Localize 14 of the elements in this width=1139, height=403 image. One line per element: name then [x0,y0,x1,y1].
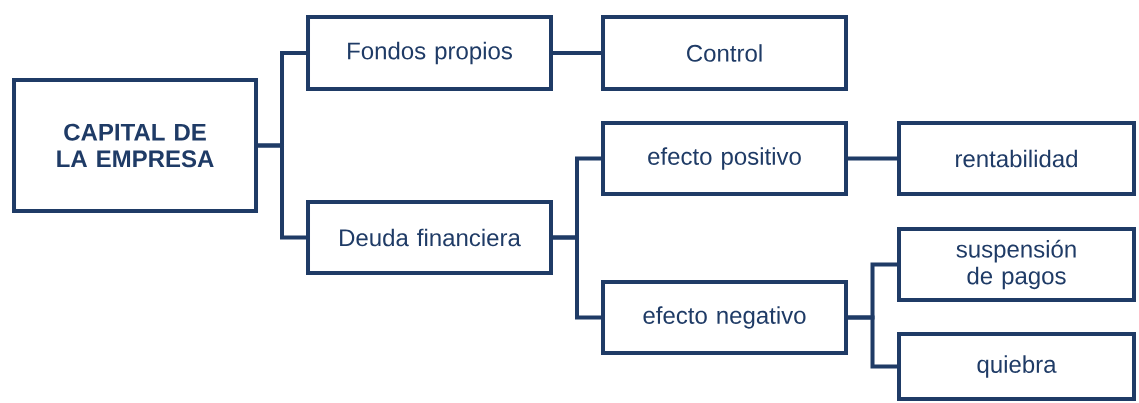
process-box: Deuda financiera [306,200,553,275]
connector-line [848,156,897,161]
connector-line [553,51,601,55]
process-box: quiebra [897,332,1136,401]
connector-line [848,315,897,369]
process-box: rentabilidad [897,121,1136,196]
process-box: efecto negativo [601,280,848,355]
process-box: Control [601,15,848,91]
connector-line [258,143,306,240]
process-box: Fondos propios [306,15,553,91]
process-box: CAPITAL DE LA EMPRESA [12,78,258,213]
process-box: efecto positivo [601,121,848,196]
connector-line [553,235,601,320]
process-box: suspensión de pagos [897,227,1136,302]
